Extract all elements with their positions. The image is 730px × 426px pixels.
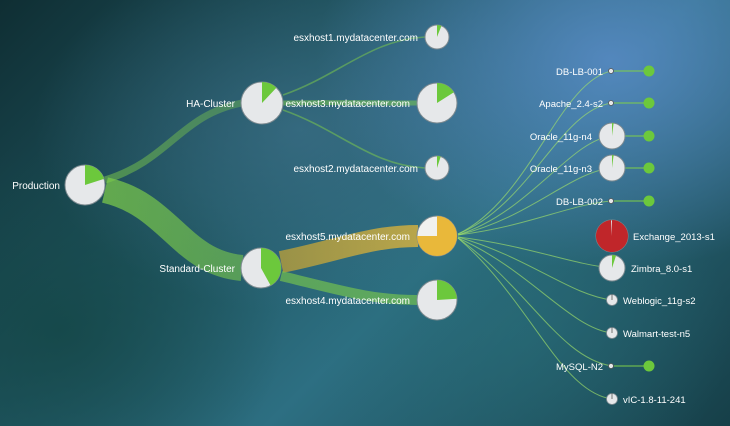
- node-esxhost4[interactable]: esxhost4.mydatacenter.com: [285, 279, 458, 321]
- node-label: esxhost3.mydatacenter.com: [285, 99, 410, 110]
- links: [101, 36, 645, 400]
- link-production-ha-cluster: [103, 99, 243, 184]
- vm-dot: [608, 100, 614, 106]
- status-dot: [643, 97, 655, 109]
- node-esxhost2[interactable]: esxhost2.mydatacenter.com: [293, 155, 450, 181]
- vm-label: Zimbra_8.0-s1: [631, 264, 692, 275]
- status-dot: [643, 65, 655, 77]
- link-esxhost5-apache: [457, 102, 613, 235]
- node-esxhost5[interactable]: esxhost5.mydatacenter.com: [285, 215, 458, 257]
- pie-slice: [261, 247, 282, 286]
- link-ha-cluster-esxhost1: [282, 36, 426, 96]
- link-standard-cluster-esxhost5: [278, 225, 419, 273]
- node-label: esxhost1.mydatacenter.com: [293, 33, 418, 44]
- link-standard-cluster-esxhost4: [279, 271, 419, 305]
- link-production-standard-cluster: [101, 177, 244, 281]
- link-esxhost5-walmart: [457, 237, 613, 334]
- vm-label: Apache_2.4-s2: [539, 99, 603, 110]
- vm-walmart-test-n5[interactable]: Walmart-test-n5: [606, 327, 691, 341]
- vm-dot: [608, 68, 614, 74]
- node-esxhost3[interactable]: esxhost3.mydatacenter.com: [285, 82, 458, 124]
- vm-zimbra-8.0-s1[interactable]: Zimbra_8.0-s1: [598, 254, 692, 282]
- vm-apache-2.4-s2[interactable]: Apache_2.4-s2: [539, 97, 655, 111]
- status-dot: [643, 195, 655, 207]
- vm-weblogic-11g-s2[interactable]: Weblogic_11g-s2: [606, 294, 696, 308]
- vm-db-lb-002[interactable]: DB-LB-002: [556, 195, 655, 209]
- vm-vic-1.8-11-241[interactable]: vIC-1.8-11-241: [606, 393, 686, 407]
- vm-label: Oracle_11g-n3: [530, 164, 592, 175]
- pie-slice: [612, 154, 614, 168]
- link-esxhost5-zimbra: [457, 236, 613, 269]
- vm-mysql-n2[interactable]: MySQL-N2: [556, 360, 655, 374]
- node-label: esxhost4.mydatacenter.com: [285, 296, 410, 307]
- node-label: Production: [12, 181, 60, 192]
- link-esxhost5-oracle-n4: [457, 135, 613, 236]
- link-esxhost5-db-lb-002: [457, 200, 613, 236]
- pie-slice: [437, 24, 442, 37]
- vm-exchange-2013-s1[interactable]: Exchange_2013-s1: [595, 219, 715, 253]
- link-esxhost5-mysql: [457, 237, 613, 367]
- vm-label: vIC-1.8-11-241: [623, 395, 686, 406]
- node-label: Standard-Cluster: [159, 264, 235, 275]
- node-label: esxhost2.mydatacenter.com: [293, 164, 418, 175]
- link-esxhost5-db-lb-001: [457, 70, 613, 235]
- vm-label: Walmart-test-n5: [623, 329, 690, 340]
- pie-slice: [612, 255, 617, 268]
- vm-label: Exchange_2013-s1: [633, 232, 715, 243]
- vm-label: MySQL-N2: [556, 362, 603, 373]
- pie-slice: [417, 216, 457, 256]
- vm-label: DB-LB-002: [556, 197, 603, 208]
- pie-slice: [437, 83, 454, 103]
- node-label: HA-Cluster: [186, 99, 236, 110]
- vm-db-lb-001[interactable]: DB-LB-001: [556, 65, 655, 79]
- nodes: Production HA-Cluster Standard-Cluster e…: [12, 24, 715, 407]
- node-production[interactable]: Production: [12, 164, 106, 206]
- pie-slice: [437, 156, 441, 168]
- status-dot: [643, 130, 655, 142]
- node-label: esxhost5.mydatacenter.com: [285, 232, 410, 243]
- pie-slice: [85, 165, 105, 185]
- pie-slice: [437, 280, 457, 300]
- vm-label: Oracle_11g-n4: [530, 132, 592, 143]
- vm-dot: [608, 198, 614, 204]
- vm-oracle-11g-n4[interactable]: Oracle_11g-n4: [530, 122, 655, 150]
- node-ha-cluster[interactable]: HA-Cluster: [186, 81, 284, 125]
- status-dot: [643, 360, 655, 372]
- vm-label: DB-LB-001: [556, 67, 603, 78]
- pie-slice: [595, 220, 628, 252]
- pie-slice: [262, 82, 277, 103]
- vm-label: Weblogic_11g-s2: [623, 296, 696, 307]
- link-esxhost5-vic: [457, 237, 613, 400]
- node-standard-cluster[interactable]: Standard-Cluster: [159, 247, 282, 289]
- link-esxhost5-weblogic: [457, 236, 613, 301]
- vm-dot: [608, 363, 614, 369]
- pie-slice: [612, 122, 614, 136]
- link-esxhost5-oracle-n3: [457, 167, 613, 236]
- status-dot: [643, 162, 655, 174]
- node-esxhost1[interactable]: esxhost1.mydatacenter.com: [293, 24, 450, 50]
- vm-oracle-11g-n3[interactable]: Oracle_11g-n3: [530, 154, 655, 182]
- link-ha-cluster-esxhost2: [282, 109, 426, 169]
